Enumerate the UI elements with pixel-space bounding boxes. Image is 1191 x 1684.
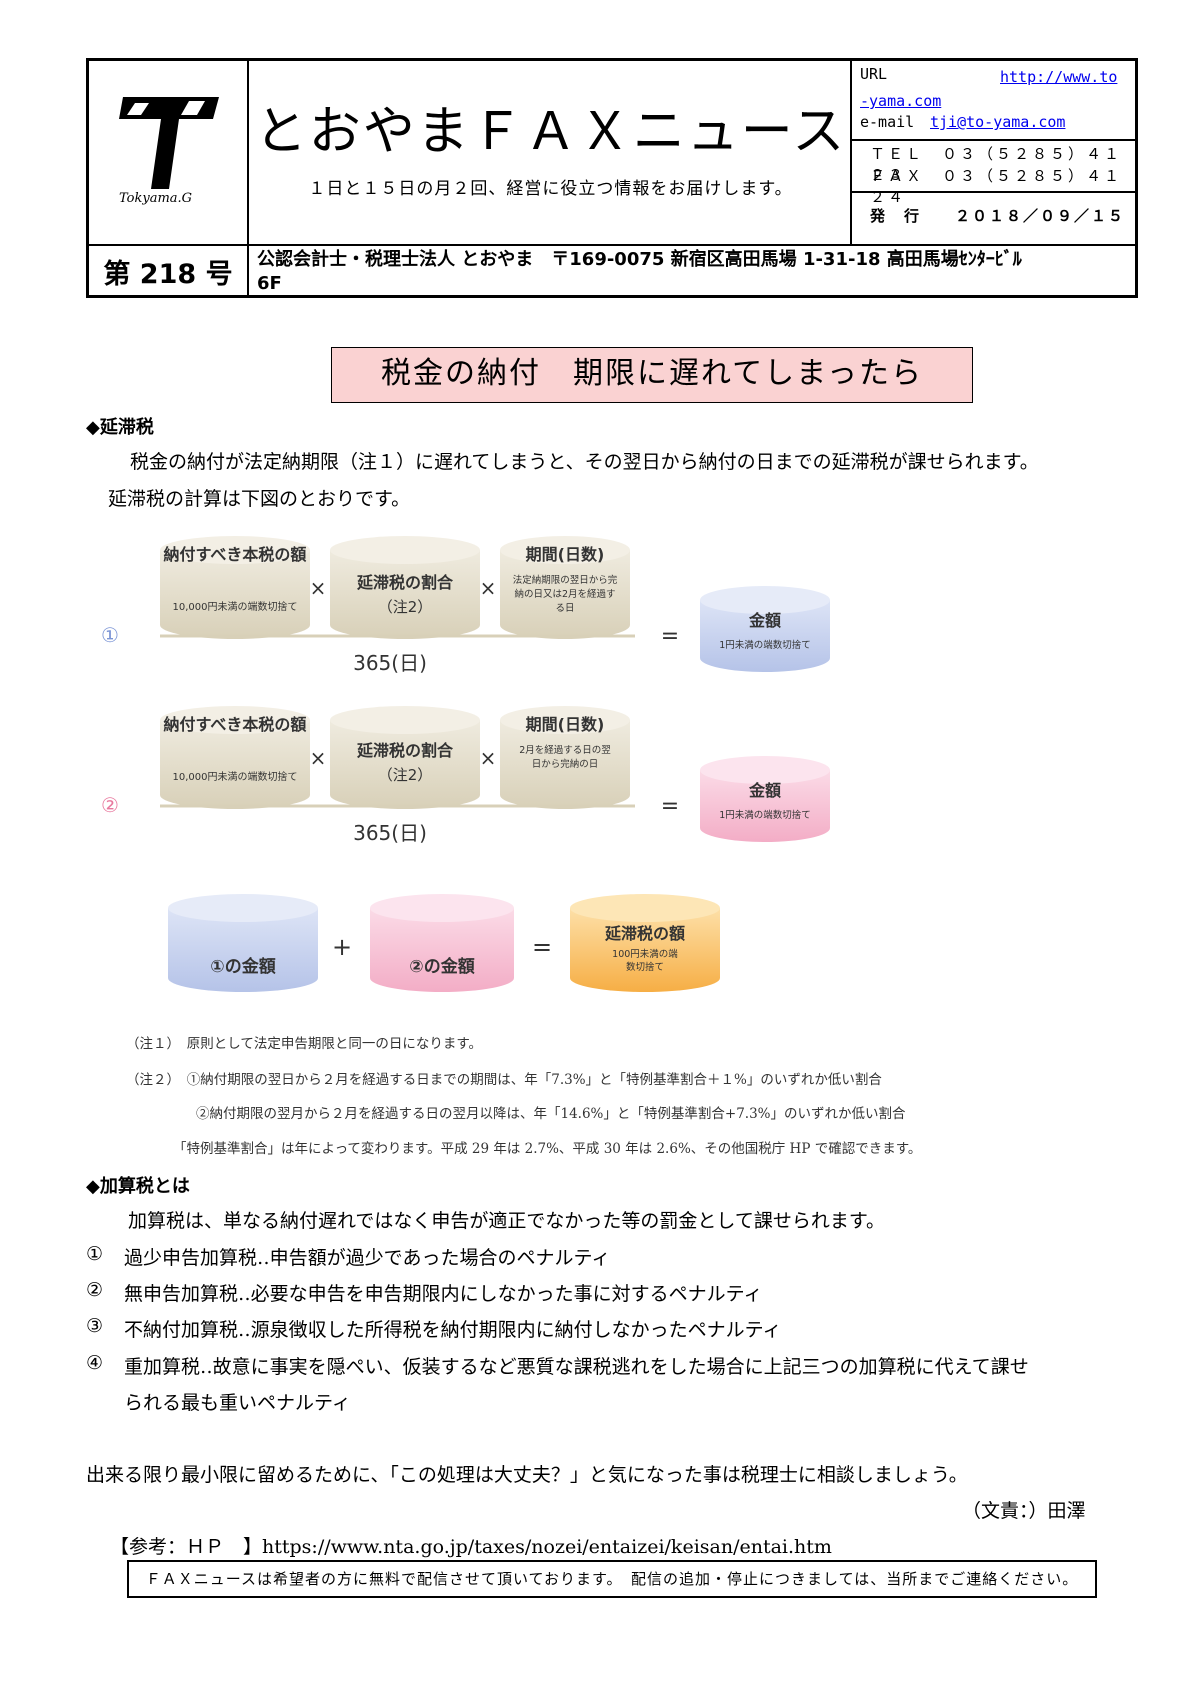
period-cylinder: 期間(日数) 法定納期限の翌日から完納の日又は2月を経過する日 — [500, 536, 630, 639]
email-link[interactable]: tji@to-yama.com — [930, 113, 1066, 131]
list-item: 不納付加算税‥源泉徴収した所得税を納付期限内に納付しなかったペナルティ — [124, 1319, 782, 1341]
tel-number: ＴＥＬ ０３（５２８５）４１２３ — [870, 145, 1123, 184]
rate-note: （注2） — [378, 598, 433, 616]
issue-date: 発 行 ２０１８／０９／１５ — [870, 207, 1126, 225]
newsletter-subtitle: １日と１５日の月２回、経営に役立つ情報をお届けします。 — [308, 179, 793, 199]
amount-note: 1円未満の端数切捨て — [719, 639, 811, 651]
note: （注２） ①納付期限の翌日から２月を経過する日までの期間は、年「7.3%」と「特… — [126, 1072, 882, 1088]
list-item-num: ④ — [86, 1352, 104, 1374]
period-title: 期間(日数) — [526, 715, 605, 734]
rate-title: 延滞税の割合 — [356, 741, 454, 760]
newsletter-header: Tokyama.G とおやまＦＡＸニュース １日と１５日の月２回、経営に役立つ情… — [86, 58, 1138, 298]
amount-cylinder-1: 金額 1円未満の端数切捨て — [700, 586, 830, 672]
author-credit: （文責：）田澤 — [962, 1500, 1086, 1522]
newsletter-title: とおやまＦＡＸニュース — [254, 102, 847, 162]
list-item: 過少申告加算税‥申告額が過少であった場合のペナルティ — [124, 1247, 611, 1269]
divider — [852, 139, 1135, 141]
sum-row: ①の金額 + ②の金額 = 延滞税の額 100円未満の端数切捨て — [168, 894, 720, 992]
amount-note: 1円未満の端数切捨て — [719, 809, 811, 821]
period-note: 2月を経過する日の翌日から完納の日 — [519, 745, 611, 770]
amount-title: 金額 — [748, 611, 781, 630]
row-marker: ① — [101, 623, 119, 647]
equals-sign: = — [532, 933, 552, 961]
sum2-label: ②の金額 — [409, 956, 474, 977]
base-tax-title: 納付すべき本税の額 — [164, 715, 307, 734]
denominator: 365(日) — [353, 821, 427, 845]
closing-text: 出来る限り最小限に留めるために、「この処理は大丈夫？」と気になった事は税理士に相… — [86, 1464, 968, 1486]
article-title: 税金の納付 期限に遅れてしまったら — [331, 347, 973, 403]
note: （注１） 原則として法定申告期限と同一の日になります。 — [126, 1036, 482, 1052]
office-line: 6F — [257, 273, 282, 294]
issue-row: 第 218 号 公認会計士・税理士法人 とおやま 〒169-0075 新宿区高田… — [89, 244, 1135, 297]
amount-cylinder-2: 金額 1円未満の端数切捨て — [700, 756, 830, 842]
times-sign: × — [310, 746, 327, 770]
period-cylinder: 期間(日数) 2月を経過する日の翌日から完納の日 — [500, 706, 630, 809]
list-item: 重加算税‥故意に事実を隠ぺい、仮装するなど悪質な課税逃れをした場合に上記三つの加… — [124, 1356, 1029, 1378]
row-marker: ② — [101, 793, 119, 817]
sum1-cylinder: ①の金額 — [168, 894, 318, 992]
title-cell: とおやまＦＡＸニュース １日と１５日の月２回、経営に役立つ情報をお届けします。 — [249, 61, 852, 244]
times-sign: × — [310, 576, 327, 600]
reference-link[interactable]: 【参考：ＨＰ 】https://www.nta.go.jp/taxes/noze… — [110, 1536, 832, 1558]
formula-row-1: 納付すべき本税の額 10,000円未満の端数切捨て × 延滞税の割合 （注2） … — [101, 536, 830, 675]
paragraph: 税金の納付が法定納期限（注１）に遅れてしまうと、その翌日から納付の日までの延滞税… — [130, 451, 1039, 473]
period-title: 期間(日数) — [526, 545, 605, 564]
plus-sign: + — [332, 933, 352, 961]
period-note: 法定納期限の翌日から完納の日又は2月を経過する日 — [512, 575, 618, 614]
base-tax-title: 納付すべき本税の額 — [164, 545, 307, 564]
note: ②納付期限の翌月から２月を経過する日の翌月以降は、年「14.6%」と「特例基準割… — [196, 1106, 906, 1122]
email-label: e-mail — [860, 113, 915, 131]
fax-number: ＦＡＸ ０３（５２８５）４１２４ — [870, 167, 1123, 206]
office-address: 公認会計士・税理士法人 とおやま 〒169-0075 新宿区高田馬場 1-31-… — [257, 248, 1132, 296]
paragraph: 加算税は、単なる納付遅れではなく申告が適正でなかった等の罰金として課せられます。 — [128, 1210, 885, 1232]
list-item-continuation: られる最も重いペナルティ — [124, 1392, 351, 1414]
rate-title: 延滞税の割合 — [356, 573, 454, 592]
times-sign: × — [480, 576, 497, 600]
issue-number: 第 218 号 — [89, 246, 249, 297]
office-line: 公認会計士・税理士法人 とおやま 〒169-0075 新宿区高田馬場 1-31-… — [257, 249, 1022, 270]
note: 「特例基準割合」は年によって変わります。平成 29 年は 2.7%、平成 30 … — [173, 1141, 922, 1157]
base-tax-cylinder: 納付すべき本税の額 10,000円未満の端数切捨て — [160, 536, 310, 639]
base-tax-note: 10,000円未満の端数切捨て — [173, 770, 298, 783]
sum1-label: ①の金額 — [210, 956, 275, 977]
sum2-cylinder: ②の金額 — [370, 894, 514, 992]
result-title: 延滞税の額 — [604, 924, 685, 943]
rate-cylinder: 延滞税の割合 （注2） — [330, 706, 480, 809]
rate-cylinder: 延滞税の割合 （注2） — [330, 536, 480, 639]
base-tax-cylinder: 納付すべき本税の額 10,000円未満の端数切捨て — [160, 706, 310, 809]
list-item-num: ② — [86, 1279, 104, 1301]
list-item-num: ① — [86, 1243, 104, 1265]
times-sign: × — [480, 746, 497, 770]
paragraph: 延滞税の計算は下図のとおりです。 — [108, 488, 411, 510]
url-link[interactable]: http://www.to-yama.com — [860, 68, 1118, 110]
section-heading: ◆延滞税 — [86, 417, 154, 438]
formula-row-2: 納付すべき本税の額 10,000円未満の端数切捨て × 延滞税の割合 （注2） … — [101, 706, 830, 845]
logo-icon — [119, 97, 219, 189]
result-note: 100円未満の端数切捨て — [612, 949, 678, 973]
base-tax-note: 10,000円未満の端数切捨て — [173, 600, 298, 613]
delinquency-tax-diagram: 納付すべき本税の額 10,000円未満の端数切捨て × 延滞税の割合 （注2） … — [101, 536, 830, 992]
url-label: URL — [860, 65, 888, 83]
contact-cell: URL http://www.to-yama.com e-mail tji@to… — [852, 61, 1135, 244]
divider — [852, 191, 1135, 193]
logo-cell: Tokyama.G — [89, 61, 249, 244]
denominator: 365(日) — [353, 651, 427, 675]
list-item-num: ③ — [86, 1315, 104, 1337]
equals-sign: = — [661, 794, 679, 819]
list-item: 無申告加算税‥必要な申告を申告期限内にしなかった事に対するペナルティ — [124, 1283, 763, 1305]
logo-caption: Tokyama.G — [119, 191, 193, 206]
footer-notice: ＦＡＸニュースは希望者の方に無料で配信させて頂いております。 配信の追加・停止に… — [127, 1560, 1097, 1598]
result-cylinder: 延滞税の額 100円未満の端数切捨て — [570, 894, 720, 992]
section-heading: ◆加算税とは — [86, 1176, 190, 1197]
amount-title: 金額 — [748, 781, 781, 800]
rate-note: （注2） — [378, 766, 433, 784]
equals-sign: = — [661, 624, 679, 649]
